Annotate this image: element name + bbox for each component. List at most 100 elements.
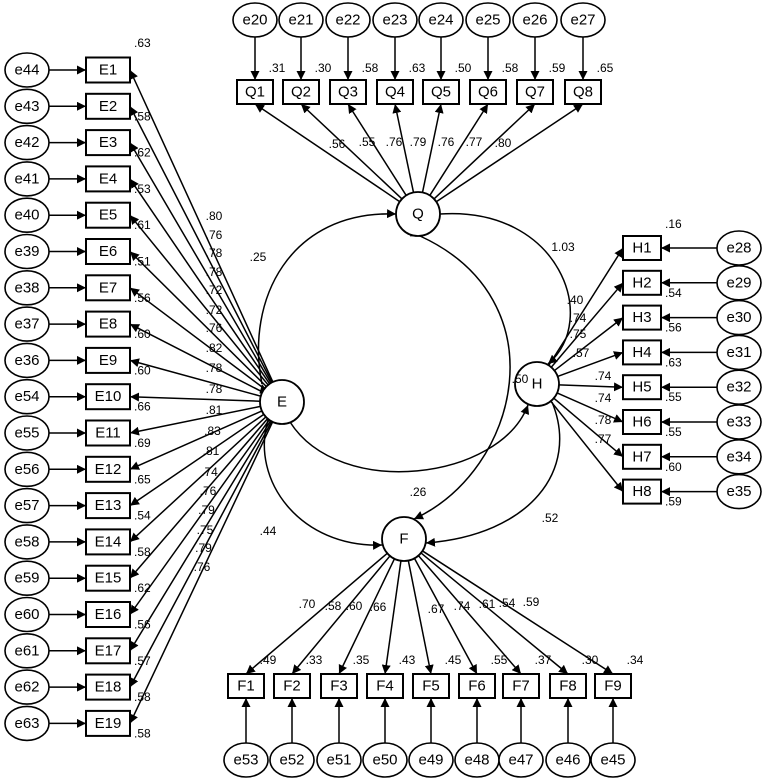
r2-F8: .30 [582, 653, 599, 667]
error-label-e34: e34 [726, 448, 751, 465]
error-e43 [4, 88, 50, 125]
r2-F7: .37 [535, 653, 552, 667]
error-e22 [325, 2, 371, 38]
r2-E5: .61 [134, 218, 151, 232]
indicator-label-E12: E12 [95, 461, 122, 478]
loading-path-F4 [381, 560, 402, 675]
loading-4: .76 [438, 135, 455, 149]
correlation-path-H-F [425, 391, 561, 547]
indicator-label-H6: H6 [632, 414, 651, 431]
indicator-label-E1: E1 [99, 62, 117, 79]
indicator-label-Q8: Q8 [573, 84, 593, 101]
error-label-e51: e51 [326, 752, 351, 769]
loading-path-E12 [129, 410, 263, 470]
indicator-label-E3: E3 [99, 134, 117, 151]
error-label-e41: e41 [14, 170, 39, 187]
error-label-e40: e40 [14, 207, 39, 224]
r2-H4: .63 [665, 355, 682, 369]
indicator-H2 [622, 269, 662, 296]
r2-H8: .59 [665, 495, 682, 509]
r2-H2: .54 [665, 286, 682, 300]
indicator-F4 [366, 673, 404, 699]
indicator-label-H8: H8 [632, 483, 651, 500]
loading-path-F5 [407, 560, 434, 675]
loading--14: .76 [200, 484, 217, 498]
loading-path-H3 [553, 317, 624, 372]
loading--2: .78 [206, 246, 223, 260]
error-e41 [4, 161, 50, 197]
r2-Q4: .63 [409, 61, 426, 75]
error-label-e52: e52 [279, 752, 304, 769]
r2-E7: .56 [134, 291, 151, 305]
loading--4: .72 [206, 283, 223, 297]
indicator-Q5 [422, 79, 460, 105]
r2-E8: .60 [134, 327, 151, 341]
indicator-F5 [412, 673, 450, 699]
loading--9: .78 [206, 382, 223, 396]
error-e36 [4, 342, 50, 379]
error-e57 [4, 487, 50, 524]
loading-path-H5 [558, 382, 624, 392]
error-label-e43: e43 [14, 98, 39, 115]
indicator-H1 [622, 235, 662, 261]
error-e27 [560, 2, 606, 38]
r2-Q7: .59 [549, 61, 566, 75]
loading-path-E17 [129, 420, 272, 652]
loading-path-E4 [129, 178, 271, 385]
loading-path-E9 [129, 358, 261, 397]
correlation-path-Q-H [430, 210, 572, 365]
loading-F-7: .54 [499, 596, 516, 610]
loading-path-F7 [417, 555, 522, 675]
loading-F-0: .70 [299, 597, 316, 611]
indicator-F2 [273, 673, 311, 699]
loading-H-1: .74 [570, 311, 587, 325]
correlation-path-E-Q [257, 209, 397, 394]
loading-path-E14 [129, 416, 267, 543]
error-label-e35: e35 [726, 483, 751, 500]
error-label-e45: e45 [600, 752, 625, 769]
correlation-E-Q: .25 [250, 250, 267, 264]
error-label-e60: e60 [14, 606, 39, 623]
loading-path-H7 [553, 397, 624, 458]
error-label-e42: e42 [14, 134, 39, 151]
r2-F3: .35 [353, 653, 370, 667]
error-e58 [4, 524, 50, 560]
loading-path-Q7 [433, 103, 536, 200]
indicator-H7 [622, 443, 662, 470]
error-label-e59: e59 [14, 570, 39, 587]
loading-H-3: .57 [573, 346, 590, 360]
indicator-label-E11: E11 [95, 425, 121, 442]
indicator-label-E5: E5 [99, 207, 117, 224]
r2-E12: .65 [134, 472, 151, 486]
error-e24 [418, 2, 464, 38]
error-e26 [512, 2, 558, 38]
indicator-label-Q6: Q6 [478, 84, 498, 101]
loading--5: .72 [206, 303, 223, 317]
indicator-E2 [85, 92, 131, 120]
r2-E9: .60 [134, 363, 151, 377]
r2-E16: .56 [134, 618, 151, 632]
error-label-e36: e36 [14, 352, 39, 369]
error-e29 [716, 264, 762, 301]
loading-path-H6 [556, 392, 624, 423]
indicator-label-H3: H3 [632, 309, 651, 326]
error-e40 [4, 197, 50, 233]
indicator-label-E13: E13 [95, 497, 122, 514]
loading-H-4: .74 [595, 369, 612, 383]
indicator-label-F7: F7 [512, 678, 530, 695]
indicator-F8 [549, 673, 587, 699]
indicator-E14 [85, 528, 131, 556]
r2-Q2: .30 [315, 61, 332, 75]
error-e60 [4, 596, 50, 633]
error-label-e30: e30 [726, 309, 751, 326]
indicator-label-F3: F3 [330, 678, 348, 695]
loading-path-Q4 [392, 103, 415, 193]
error-label-e63: e63 [14, 715, 39, 732]
loading--1: .76 [206, 228, 223, 242]
loading-path-E19 [129, 421, 274, 724]
indicator-E8 [85, 310, 131, 338]
error-label-e20: e20 [242, 12, 267, 29]
indicator-E4 [85, 165, 131, 193]
error-e54 [4, 378, 50, 415]
r2-E17: .57 [134, 654, 151, 668]
